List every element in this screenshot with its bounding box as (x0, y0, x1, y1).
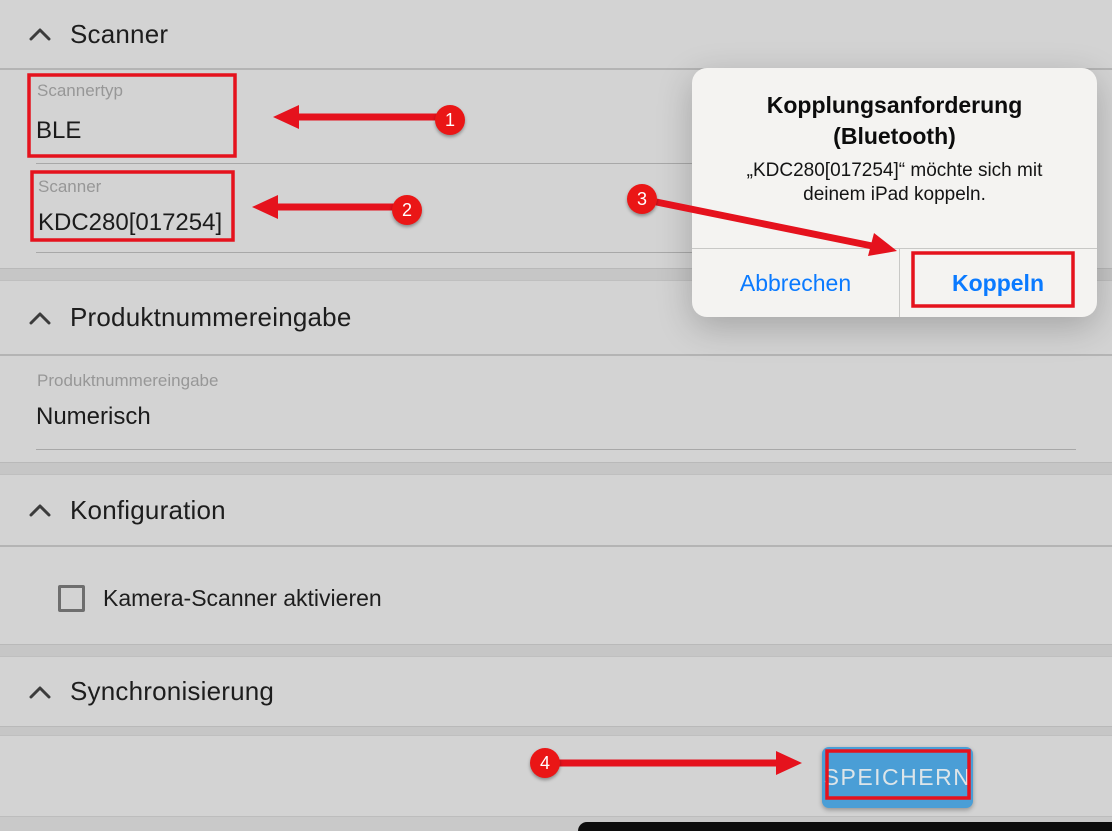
keyboard-top-bar (578, 822, 1112, 831)
section-gap (0, 644, 1112, 657)
kamera-scanner-checkbox[interactable] (58, 585, 85, 612)
dialog-button-row: Abbrechen Koppeln (692, 248, 1097, 317)
kamera-scanner-checkbox-label: Kamera-Scanner aktivieren (103, 585, 382, 611)
scanner-field-label: Scanner (38, 177, 102, 196)
dialog-body-line1: „KDC280[017254]“ möchte sich mit (746, 160, 1043, 181)
arrow-4-head (776, 751, 802, 775)
dialog-title-line1: Kopplungsanforderung (766, 92, 1023, 118)
abbrechen-button[interactable]: Abbrechen (692, 249, 900, 317)
section-title: Produktnummereingabe (70, 302, 352, 332)
annotation-badge-2: 2 (392, 195, 422, 225)
arrow-1-head (273, 105, 299, 129)
annotation-badge-3: 3 (627, 184, 657, 214)
arrow-2-shaft (277, 203, 397, 211)
section-header-synchronisierung[interactable]: Synchronisierung (0, 657, 1112, 726)
chevron-up-icon[interactable] (29, 311, 51, 325)
field-underline (36, 163, 1076, 164)
section-gap (0, 726, 1112, 736)
produktnummereingabe-field-value[interactable]: Numerisch (36, 403, 151, 430)
dialog-title: Kopplungsanforderung (Bluetooth) (692, 90, 1097, 152)
field-underline (36, 449, 1076, 450)
section-title: Scanner (70, 18, 169, 49)
annotation-badge-1: 1 (435, 105, 465, 135)
arrow-1-shaft (296, 113, 440, 121)
bluetooth-pairing-dialog: Kopplungsanforderung (Bluetooth) „KDC280… (692, 68, 1097, 317)
dialog-body: „KDC280[017254]“ möchte sich mit deinem … (692, 159, 1097, 207)
section-header-scanner[interactable]: Scanner (0, 0, 1112, 70)
produktnummereingabe-field-label: Produktnummereingabe (37, 371, 219, 390)
arrow-2-head (252, 195, 278, 219)
dialog-body-line2: deinem iPad koppeln. (803, 184, 986, 205)
arrow-4-shaft (558, 759, 778, 767)
section-title: Konfiguration (70, 494, 226, 525)
dialog-title-line2: (Bluetooth) (833, 123, 956, 149)
scannertyp-field-value[interactable]: BLE (36, 117, 82, 144)
section-gap (0, 462, 1112, 475)
chevron-up-icon[interactable] (29, 685, 51, 699)
scanner-field-value[interactable]: KDC280[017254] (38, 209, 223, 236)
chevron-up-icon[interactable] (29, 27, 51, 41)
scannertyp-field-label: Scannertyp (37, 81, 123, 100)
annotation-badge-4: 4 (530, 748, 560, 778)
section-header-konfiguration[interactable]: Konfiguration (0, 475, 1112, 547)
chevron-up-icon[interactable] (29, 503, 51, 517)
koppeln-button[interactable]: Koppeln (952, 269, 1044, 296)
field-underline (36, 252, 1076, 253)
section-title: Synchronisierung (70, 676, 275, 706)
speichern-button[interactable]: SPEICHERN (822, 747, 973, 808)
